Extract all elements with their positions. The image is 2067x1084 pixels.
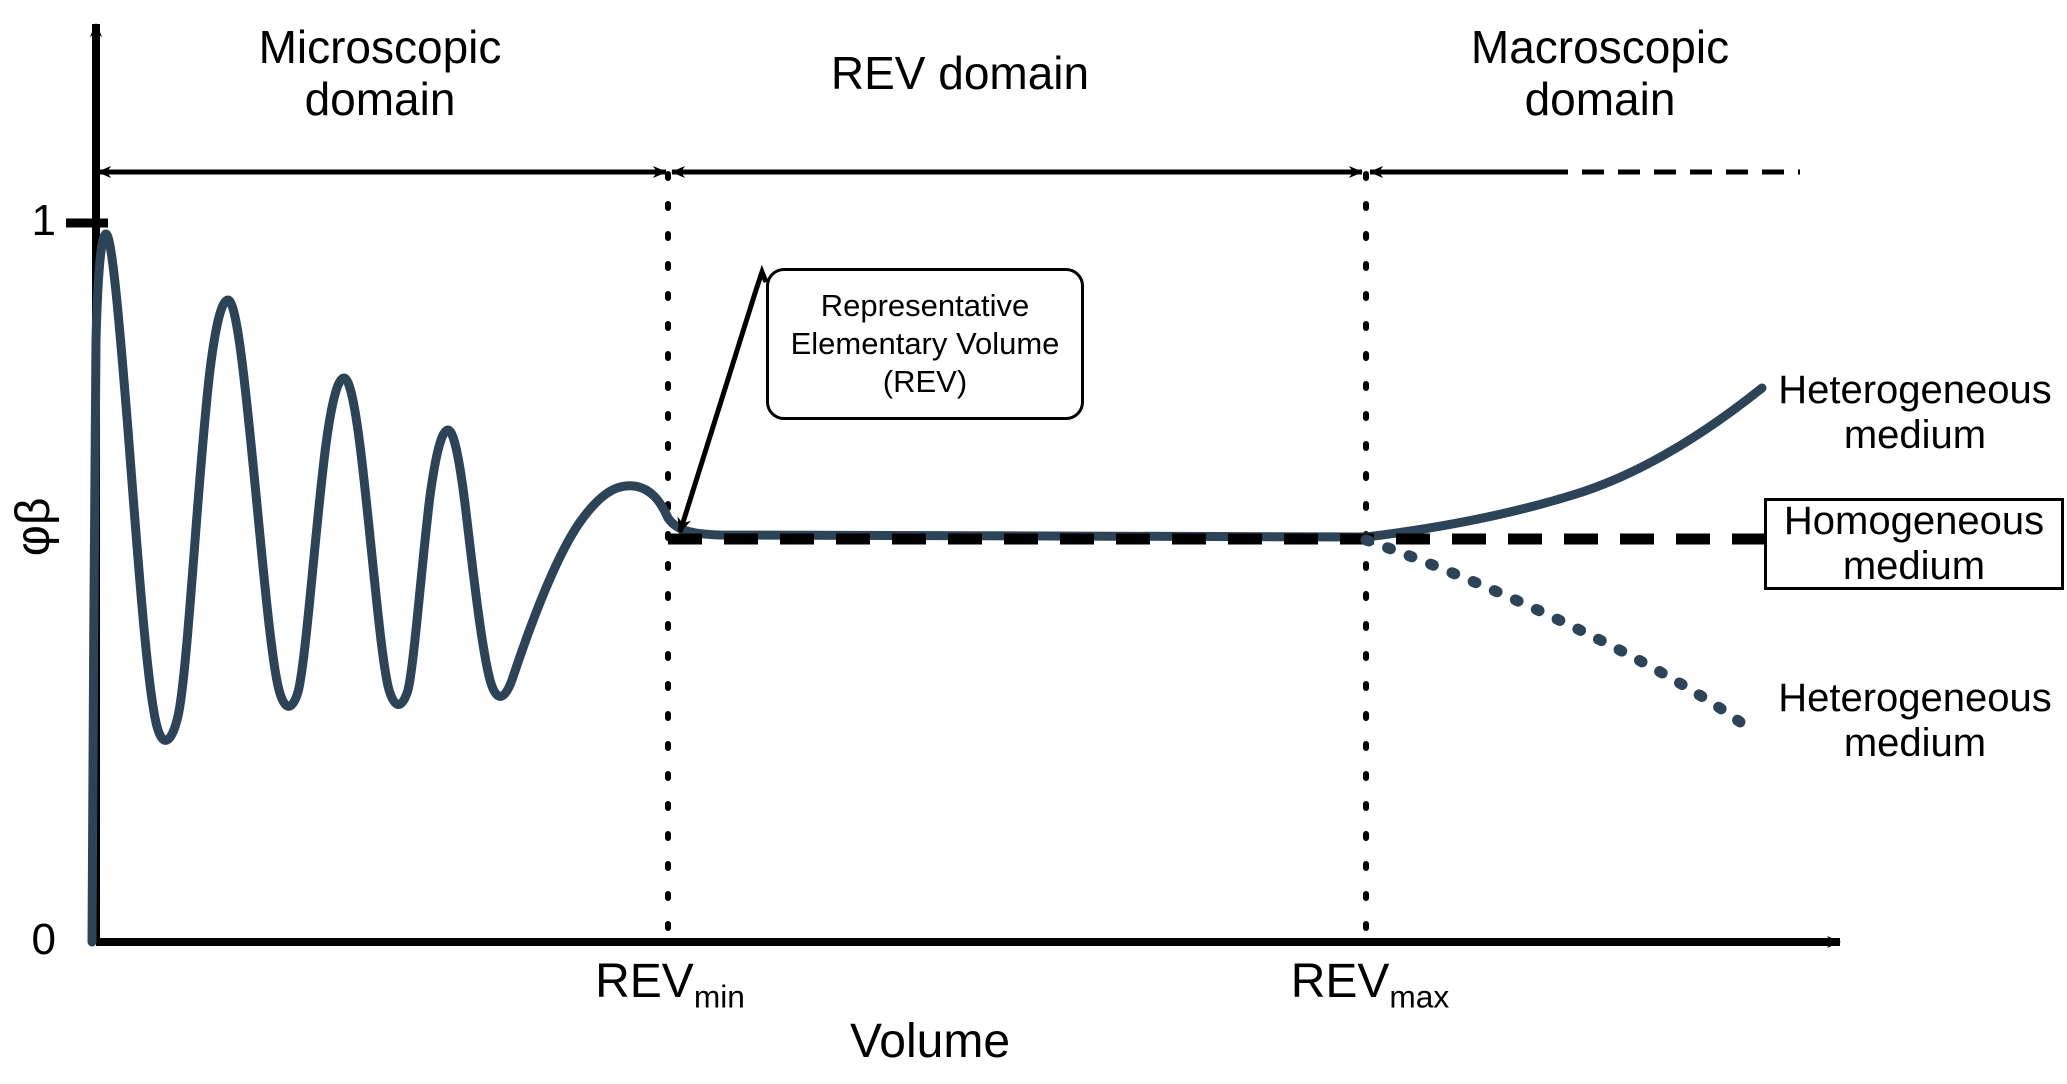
domain-label-rev: REV domain [830, 47, 1090, 99]
domain-label-macroscopic: Macroscopic domain [1470, 21, 1730, 125]
x-axis-tick-label-revmax: REVmax [1230, 955, 1510, 1015]
rev-callout-box: Representative Elementary Volume (REV) [766, 268, 1084, 420]
revmin-subscript: min [693, 978, 745, 1015]
revmin-base: REV [595, 955, 694, 1008]
revmax-subscript: max [1389, 978, 1450, 1015]
domain-label-microscopic: Microscopic domain [258, 21, 502, 125]
curve-heterogeneous-upper-macroscopic [1361, 383, 1767, 542]
y-axis-tick-label-zero: 0 [31, 915, 56, 964]
x-axis-title: Volume [849, 1015, 1011, 1068]
legend-label-heterogeneous-lower: Heterogeneous medium [1778, 676, 2052, 765]
curve-heterogeneous-lower-macroscopic [1360, 534, 1746, 728]
x-axis-tick-label-revmin: REVmin [530, 955, 810, 1015]
rev-callout-text: Representative Elementary Volume (REV) [790, 288, 1060, 399]
y-axis-title: φβ [7, 497, 61, 557]
callout-leader-arrow [677, 264, 769, 534]
revmax-base: REV [1290, 955, 1390, 1008]
legend-box-homogeneous: Homogeneous medium [1764, 498, 2064, 590]
curve-heterogeneous-upper [87, 229, 1371, 947]
legend-label-homogeneous: Homogeneous medium [1783, 499, 2045, 588]
legend-label-heterogeneous-upper: Heterogeneous medium [1778, 368, 2052, 457]
y-axis-tick-label-one: 1 [31, 196, 56, 245]
